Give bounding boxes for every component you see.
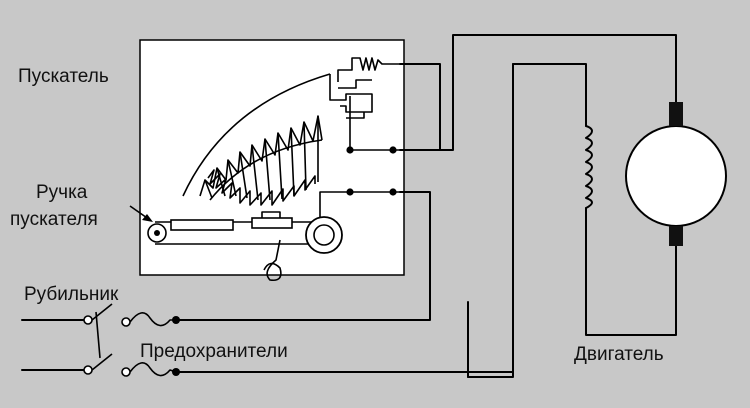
motor-brush-top: [669, 102, 683, 126]
starter-handle: [147, 191, 430, 282]
handle-pointer-arrow: [129, 205, 153, 222]
fuses-icon: [129, 312, 177, 377]
handle-label-line2: пускателя: [10, 209, 98, 230]
switch-label: Рубильник: [24, 284, 119, 305]
wiring: [175, 34, 677, 378]
knife-switch-icon: [21, 303, 131, 377]
starter-resistor-coils: [182, 73, 331, 206]
field-coil-icon: [585, 125, 593, 209]
motor-brush-bottom: [669, 226, 683, 246]
motor-label: Двигатель: [574, 344, 664, 365]
handle-label-line1: Ручка: [36, 182, 88, 203]
starter-label: Пускатель: [18, 66, 109, 87]
starter-panel: [139, 39, 405, 276]
fuses-label: Предохранители: [140, 341, 288, 362]
motor-icon: [625, 102, 727, 246]
